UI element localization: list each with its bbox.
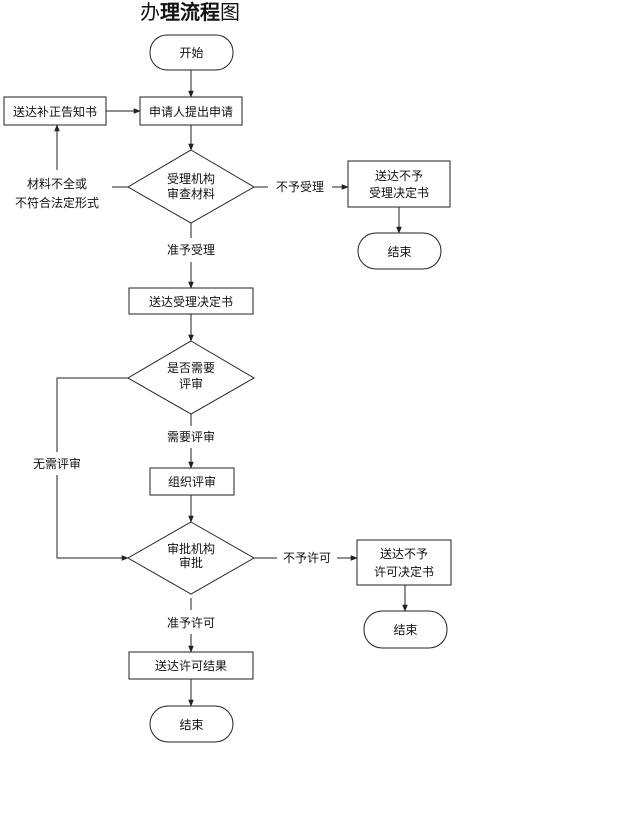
accept-decision-line2: 审查材料 (167, 186, 215, 201)
title-regular: 办 (140, 0, 160, 24)
edge-no-review-lower (56, 475, 129, 561)
deny-permit-notice-line2: 许可决定书 (374, 564, 434, 579)
end-deny-label: 结束 (393, 623, 417, 637)
end-reject-accept-node: 结束 (357, 232, 442, 270)
label-permit: 准予许可 (167, 616, 215, 630)
end-reject-accept-label: 结束 (387, 245, 411, 259)
end-deny-node: 结束 (363, 610, 448, 649)
label-not-accept: 不予受理 (276, 180, 324, 194)
label-no-review: 无需评审 (33, 456, 81, 471)
need-review-node: 是否需要 评审 (127, 340, 255, 415)
label-incomplete-line2: 不符合法定形式 (15, 195, 99, 210)
notice-correction-node: 送达补正告知书 (3, 96, 107, 126)
accept-notice-label: 送达受理决定书 (149, 294, 233, 309)
approve-decision-node: 审批机构 审批 (126, 521, 256, 595)
permit-result-label: 送达许可结果 (155, 658, 227, 673)
accept-notice-node: 送达受理决定书 (128, 287, 254, 315)
deny-permit-notice-line1: 送达不予 (380, 546, 428, 561)
label-need-review: 需要评审 (167, 429, 215, 444)
label-accept: 准予受理 (167, 243, 215, 257)
title-bold: 理流程 (160, 0, 220, 24)
reject-notice-line1: 送达不予 (375, 168, 423, 183)
apply-label: 申请人提出申请 (149, 104, 233, 119)
deny-permit-notice-node: 送达不予 许可决定书 (356, 539, 452, 586)
notice-correction-label: 送达补正告知书 (13, 104, 97, 119)
start-label: 开始 (179, 46, 203, 60)
approve-decision-line1: 审批机构 (167, 541, 215, 556)
label-not-permit: 不予许可 (283, 551, 331, 565)
reject-notice-line2: 受理决定书 (369, 185, 429, 200)
apply-node: 申请人提出申请 (139, 96, 243, 126)
organize-review-label: 组织评审 (168, 474, 216, 489)
end-final-label: 结束 (179, 718, 203, 732)
edge-no-review-upper (56, 377, 128, 452)
reject-notice-node: 送达不予 受理决定书 (347, 160, 451, 208)
organize-review-node: 组织评审 (149, 467, 235, 496)
page-title: 办理流程图 (140, 0, 240, 24)
start-node: 开始 (149, 34, 234, 71)
accept-decision-node: 受理机构 审查材料 (127, 149, 255, 224)
accept-decision-line1: 受理机构 (167, 171, 215, 186)
need-review-line2: 评审 (179, 376, 203, 391)
need-review-line1: 是否需要 (167, 361, 215, 375)
title-tail: 图 (220, 0, 240, 24)
label-incomplete-line1: 材料不全或 (27, 176, 87, 191)
end-final-node: 结束 (149, 705, 234, 743)
approve-decision-line2: 审批 (179, 555, 203, 570)
permit-result-node: 送达许可结果 (128, 651, 254, 680)
